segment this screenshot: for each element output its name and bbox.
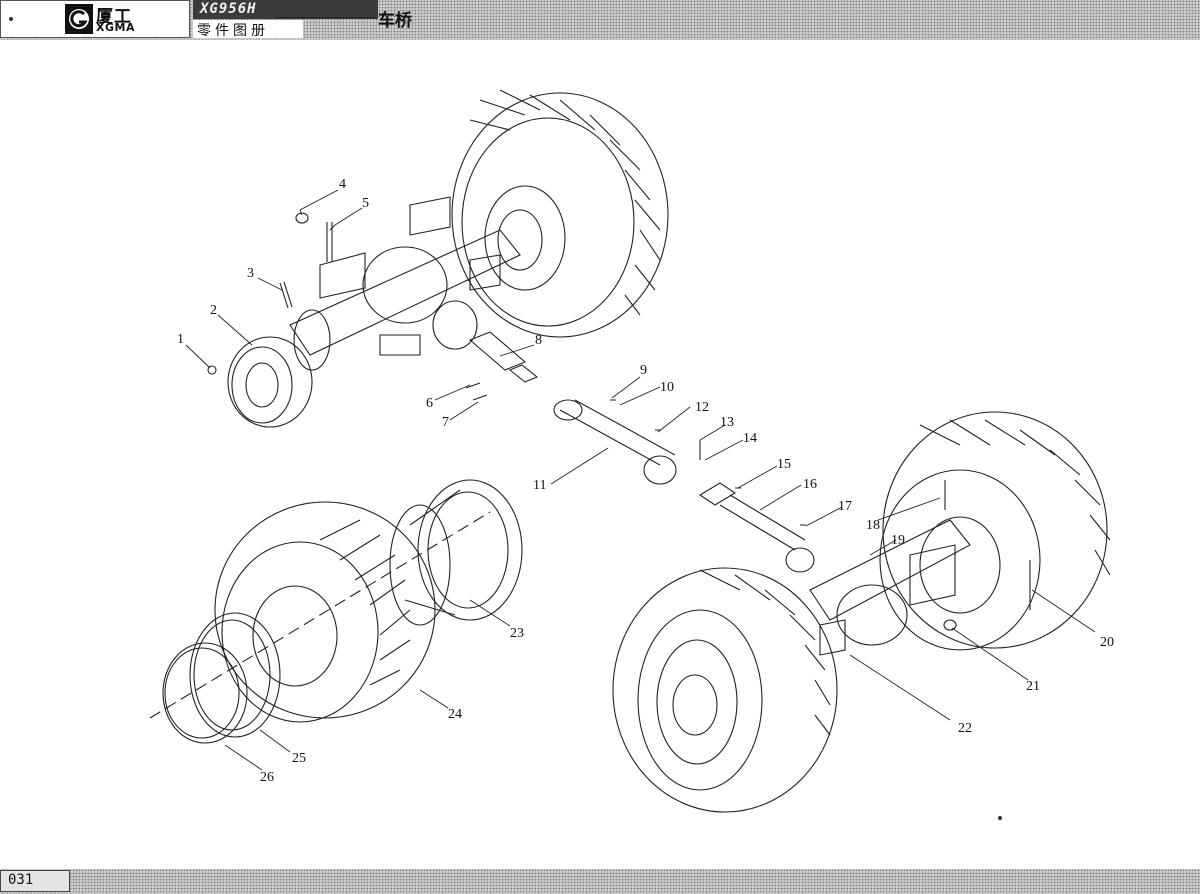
front-axle-housing <box>809 480 1031 656</box>
leader-lines <box>185 189 1096 771</box>
model-number: XG956H <box>200 1 257 17</box>
callout-5: 5 <box>362 196 369 211</box>
logo-text-en: XGMA <box>96 21 135 34</box>
title-underline <box>275 17 375 18</box>
callout-13: 13 <box>720 415 734 430</box>
model-box <box>193 0 378 19</box>
catalog-subtitle: 零件图册 <box>197 23 269 39</box>
callout-15: 15 <box>777 457 791 472</box>
rear-right-tire <box>451 89 669 338</box>
logo-box <box>0 0 190 38</box>
callout-2: 2 <box>210 303 217 318</box>
rear-axle-housing <box>227 196 521 428</box>
callout-1: 1 <box>177 332 184 347</box>
page-number: 031 <box>8 872 34 888</box>
corner-dot <box>998 816 1002 820</box>
callout-11: 11 <box>533 478 546 493</box>
callout-21: 21 <box>1026 679 1040 694</box>
logo-text-cn: 厦工 <box>96 7 132 27</box>
front-left-tire <box>214 501 436 723</box>
drive-shafts <box>553 399 815 573</box>
callout-18: 18 <box>866 518 880 533</box>
rear-axle-small-parts <box>207 212 539 401</box>
callout-4: 4 <box>339 177 346 192</box>
callout-20: 20 <box>1100 635 1114 650</box>
section-title: 车桥 <box>378 11 412 31</box>
callout-14: 14 <box>743 431 757 446</box>
callout-10: 10 <box>660 380 674 395</box>
callout-17: 17 <box>838 499 852 514</box>
callout-16: 16 <box>803 477 817 492</box>
corner-dot <box>9 17 13 21</box>
subtitle-box <box>193 20 303 38</box>
callout-3: 3 <box>247 266 254 281</box>
callout-19: 19 <box>891 533 905 548</box>
wheel-rim <box>389 479 523 626</box>
callout-8: 8 <box>535 333 542 348</box>
page-number-box <box>0 870 70 892</box>
front-right-tire <box>879 411 1111 651</box>
snap-rings <box>149 511 491 744</box>
callout-9: 9 <box>640 363 647 378</box>
axle-exploded-drawing: 1 2 3 4 5 6 7 8 9 10 11 12 13 14 15 16 1… <box>149 89 1114 820</box>
callout-26: 26 <box>260 770 274 785</box>
callout-23: 23 <box>510 626 524 641</box>
part-callouts: 1 2 3 4 5 6 7 8 9 10 11 12 13 14 15 16 1… <box>177 177 1114 785</box>
callout-22: 22 <box>958 721 972 736</box>
footer-bar <box>0 869 1200 894</box>
callout-12: 12 <box>695 400 709 415</box>
xgma-logo-icon <box>65 4 93 34</box>
callout-25: 25 <box>292 751 306 766</box>
callout-7: 7 <box>442 415 449 430</box>
callout-24: 24 <box>448 707 462 722</box>
front-bottom-tire <box>612 567 838 813</box>
callout-6: 6 <box>426 396 433 411</box>
